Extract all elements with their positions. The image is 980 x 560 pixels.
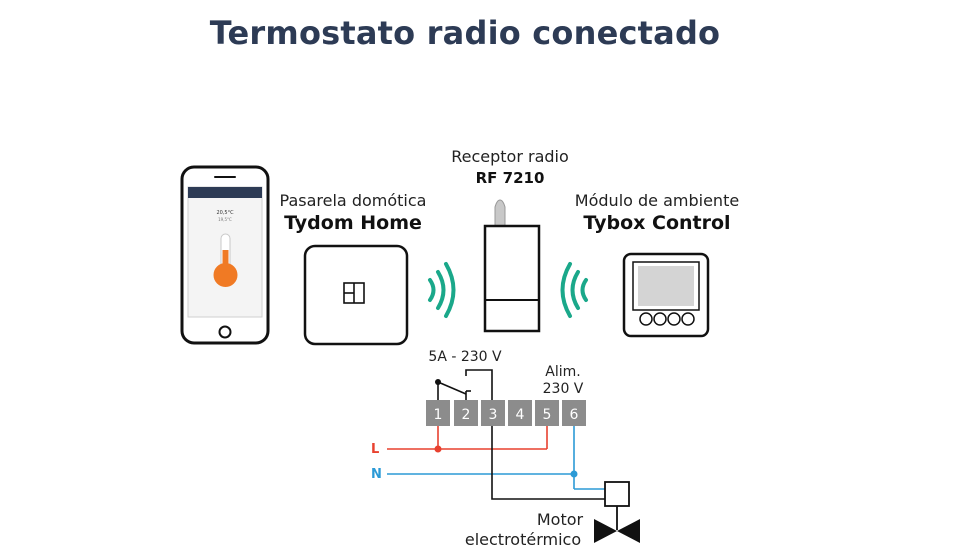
terminal-1 [426,400,450,426]
power-label: Alim. [545,364,581,380]
valve-icon [594,481,640,543]
rf-receiver-device [483,199,541,333]
terminal-label: 2 [462,407,471,423]
receiver-label: Receptor radio [451,147,569,166]
power-voltage-label: 230 V [542,381,584,397]
receiver-name: RF 7210 [475,169,545,187]
tydom-home-device [303,244,409,346]
motor-label: Motor [536,510,584,529]
line-n-label: N [371,467,382,482]
radio-wave-icon [428,262,456,318]
relay-contact [435,369,493,400]
terminal-label: 4 [516,407,525,423]
ambient-name: Tybox Control [583,212,731,234]
terminal-3 [481,400,505,426]
gateway-label: Pasarela domótica [279,191,427,210]
relay-rating-label: 5A - 230 V [428,349,502,365]
page-title: Termostato radio conectado [209,14,721,52]
phone-temp-set: 20,5°C [216,210,234,216]
smartphone-icon: 20,5°C 19,5°C [180,165,270,345]
radio-wave-icon [560,262,588,318]
motor-wire [491,426,605,500]
thermostat-icon [622,252,710,338]
terminal-label: 1 [434,407,443,423]
neutral-line [387,426,605,490]
motor-type-label: electrotérmico [464,530,582,549]
terminal-2 [454,400,478,426]
phone-temp-current: 19,5°C [218,217,232,222]
terminal-4 [508,400,532,426]
phase-line [387,426,548,453]
ambient-label: Módulo de ambiente [574,191,740,210]
tydom-logo-icon [343,282,365,304]
terminal-label: 5 [543,407,552,423]
gateway-name: Tydom Home [284,212,422,234]
line-l-label: L [371,442,379,457]
terminal-label: 3 [489,407,498,423]
terminal-5 [535,400,559,426]
terminal-block: 1 2 3 4 5 6 [426,400,586,426]
terminal-label: 6 [570,407,579,423]
terminal-6 [562,400,586,426]
